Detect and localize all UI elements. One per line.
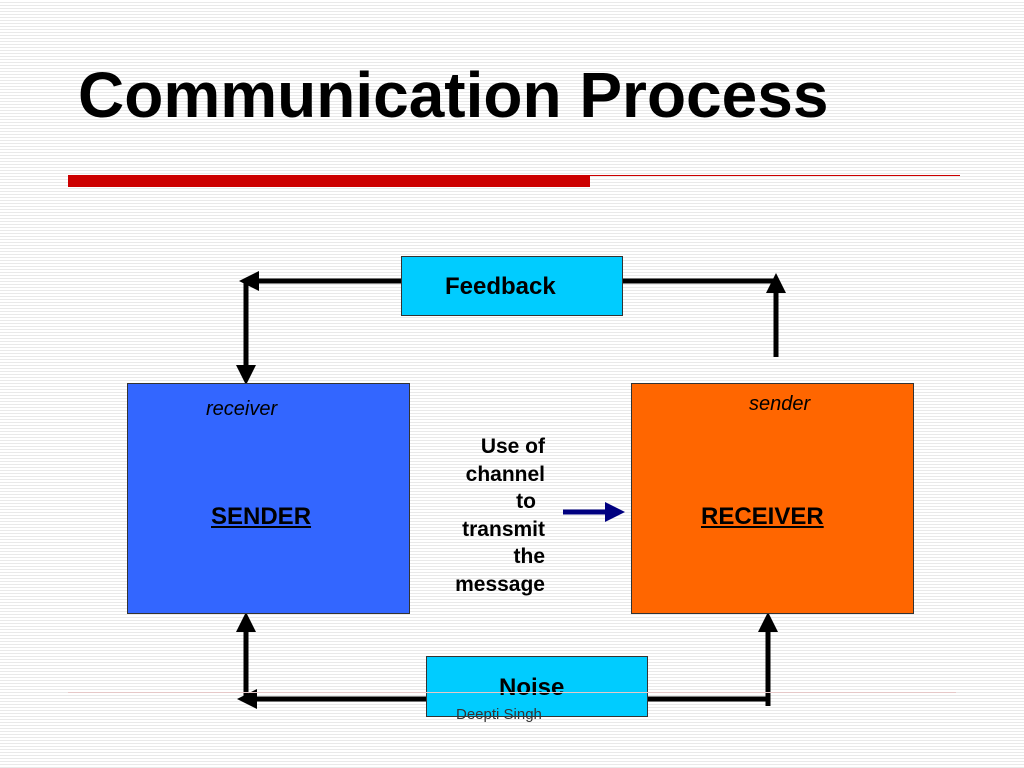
receiver-box [631,383,914,614]
slide-title: Communication Process [78,59,829,131]
footer-divider [68,692,956,693]
title-underline-thin [590,175,960,176]
noise-box [426,656,648,717]
channel-description: Use of channel to transmit the message [420,433,545,598]
channel-line: Use of [480,435,545,458]
title-underline-thick [68,175,590,187]
sender-role-label: receiver [206,398,278,420]
sender-label: SENDER [211,503,312,530]
channel-line: the [513,545,546,568]
channel-line: message [455,572,545,596]
channel-line: channel [465,462,545,486]
receiver-label: RECEIVER [701,503,824,530]
feedback-loop-arrows [236,271,786,385]
footer-author: Deepti Singh [456,706,542,723]
channel-line: transmit [462,517,545,541]
noise-label: Noise [499,674,565,701]
channel-line: to [516,490,536,513]
feedback-label: Feedback [445,273,556,300]
receiver-role-label: sender [749,393,811,415]
sender-box [127,383,410,614]
noise-loop-arrows [236,612,778,709]
feedback-box [401,256,623,316]
